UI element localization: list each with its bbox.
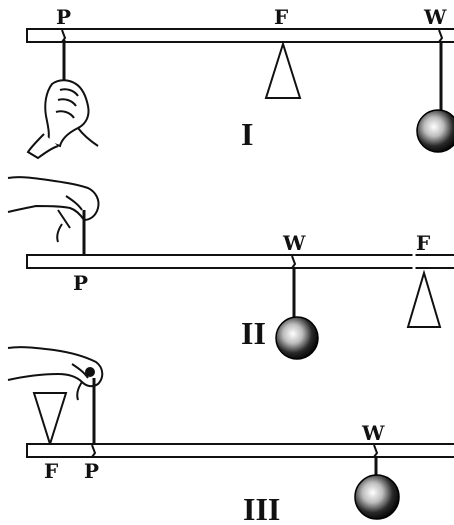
hand-icon bbox=[26, 79, 99, 160]
hand-icon bbox=[7, 346, 104, 401]
lever-bar bbox=[26, 443, 454, 458]
panel-numeral: III bbox=[243, 491, 280, 525]
weight-ball-icon bbox=[275, 316, 319, 360]
fulcrum-triangle-icon bbox=[406, 269, 442, 328]
weight-label: W bbox=[423, 5, 447, 29]
fulcrum-label: F bbox=[44, 459, 58, 483]
fulcrum-triangle-icon bbox=[264, 40, 302, 99]
hand-icon bbox=[7, 176, 100, 243]
power-label: P bbox=[56, 5, 71, 29]
power-label: P bbox=[73, 271, 88, 295]
power-label: P bbox=[84, 459, 99, 483]
weight-label: W bbox=[361, 421, 385, 445]
weight-label: W bbox=[282, 231, 306, 255]
panel-1: P F W I bbox=[26, 5, 454, 160]
panel-3: F P W III bbox=[7, 346, 454, 525]
panel-2: W F P II bbox=[7, 176, 454, 360]
panel-numeral: II bbox=[241, 315, 266, 351]
weight-ball-icon bbox=[416, 109, 454, 153]
panel-numeral: I bbox=[241, 116, 253, 152]
weight-ball-icon bbox=[354, 474, 400, 520]
lever-bar bbox=[26, 28, 454, 43]
fulcrum-triangle-icon bbox=[32, 392, 68, 448]
lever-bar bbox=[26, 254, 454, 269]
fulcrum-label: F bbox=[274, 5, 288, 29]
fulcrum-label: F bbox=[416, 231, 430, 255]
